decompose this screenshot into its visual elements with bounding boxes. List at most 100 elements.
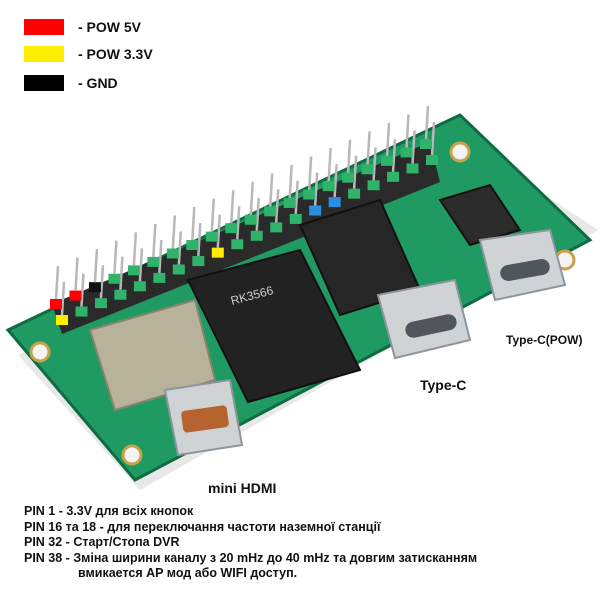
gpio-pin-socket xyxy=(56,315,68,325)
legend-item-gnd: - GND xyxy=(24,74,118,92)
gpio-pin xyxy=(288,164,293,199)
gpio-pin-socket xyxy=(225,223,238,234)
gpio-pin-socket xyxy=(420,139,432,149)
gpio-pin xyxy=(313,172,319,206)
mini-hdmi-port xyxy=(163,378,244,457)
gpio-pin-socket xyxy=(114,289,127,300)
gpio-pin xyxy=(93,249,99,283)
gpio-pin xyxy=(216,214,222,248)
gpio-pin xyxy=(352,155,358,189)
legend-label: - POW 3.3V xyxy=(78,46,153,62)
gpio-pin-socket xyxy=(289,213,302,224)
gpio-pin-socket xyxy=(50,299,62,309)
gpio-pins xyxy=(50,105,438,325)
gpio-pin-socket xyxy=(153,272,166,283)
legend-label: - GND xyxy=(78,75,118,91)
gpio-pin xyxy=(99,265,105,299)
gpio-pin-socket xyxy=(133,281,146,292)
gpio-pin xyxy=(327,148,332,182)
gpio-pin xyxy=(54,265,60,300)
gpio-pin-socket xyxy=(108,273,121,284)
gpio-pin xyxy=(255,197,260,231)
gpio-pin xyxy=(197,222,202,257)
gpio-pin-socket xyxy=(270,222,283,233)
legend-item-3v3: - POW 3.3V xyxy=(24,45,153,63)
gpio-pin xyxy=(366,131,371,165)
gpio-pin-socket xyxy=(283,197,296,208)
soc-chip xyxy=(186,248,362,404)
gpio-pin-socket xyxy=(406,163,419,174)
gpio-pin xyxy=(60,281,66,316)
wifi-module xyxy=(88,298,217,412)
gpio-pin-socket xyxy=(166,248,179,259)
gpio-pin xyxy=(391,138,397,172)
gpio-pin xyxy=(177,231,183,265)
gpio-pin-socket xyxy=(94,298,107,309)
gpio-pin xyxy=(346,139,352,173)
pin-notes: PIN 1 - 3.3V для всіх кнопок PIN 16 та 1… xyxy=(24,504,584,582)
gpio-pin xyxy=(372,147,377,181)
callout-type-c: Type-C xyxy=(420,377,467,393)
gpio-pin xyxy=(210,198,216,232)
gpio-pin-socket xyxy=(192,256,205,267)
pin-note: PIN 38 - Зміна ширини каналу з 20 mHz до… xyxy=(24,550,478,565)
gpio-pin-socket xyxy=(303,189,316,200)
gpio-pin xyxy=(152,223,157,257)
legend-swatch-yellow xyxy=(24,46,64,62)
usb-c-power-port xyxy=(478,228,567,302)
legend-swatch-red xyxy=(24,19,64,35)
usb-c-port xyxy=(376,278,472,360)
gpio-pin-socket xyxy=(250,230,263,241)
gpio-pin xyxy=(230,190,235,224)
gpio-pin xyxy=(249,181,254,215)
gpio-pin-socket xyxy=(205,231,218,242)
gpio-pin-socket xyxy=(75,306,88,317)
gpio-pin-socket xyxy=(367,180,380,191)
gpio-pin-socket xyxy=(342,172,355,183)
gpio-pin-socket xyxy=(322,181,335,192)
gpio-pin-socket xyxy=(147,256,160,267)
gpio-pin xyxy=(411,130,416,164)
gpio-pin-socket xyxy=(244,214,257,225)
gpio-pin-socket xyxy=(361,164,374,175)
mounting-hole xyxy=(449,141,471,163)
gpio-pin xyxy=(74,257,79,291)
gpio-pin-socket xyxy=(309,205,322,216)
pin-note-continuation: вмикается AP мод або WIFI доступ. xyxy=(78,566,298,580)
gpio-pin xyxy=(236,206,241,240)
gpio-pin xyxy=(430,121,436,156)
pin-note: PIN 16 та 18 - для переключання частоти … xyxy=(24,519,381,534)
legend-item-5v: - POW 5V xyxy=(24,18,141,36)
gpio-pin xyxy=(80,273,85,307)
pin-note: PIN 32 - Старт/Стопа DVR xyxy=(24,535,180,549)
gpio-pin xyxy=(268,173,274,207)
gpio-pin xyxy=(119,256,124,290)
legend-swatch-black xyxy=(24,75,64,91)
gpio-pin-socket xyxy=(328,197,341,208)
gpio-pin-socket xyxy=(400,147,413,158)
gpio-pin xyxy=(158,239,163,273)
legend-label: - POW 5V xyxy=(78,19,142,35)
gpio-pin-socket xyxy=(186,240,199,251)
radxa-zero-board: RK3566 xyxy=(5,105,598,490)
gpio-pin-socket xyxy=(387,171,400,182)
gpio-pin xyxy=(307,156,313,190)
gpio-pin xyxy=(138,248,144,282)
gpio-pin-socket xyxy=(231,239,244,250)
gpio-pin xyxy=(385,122,391,156)
gpio-pin xyxy=(113,240,118,274)
gpio-pin-socket xyxy=(69,290,82,301)
gpio-pin xyxy=(294,180,299,215)
gpio-pin-socket xyxy=(211,247,224,258)
gpio-pin-socket xyxy=(264,206,277,217)
pin-note: PIN 1 - 3.3V для всіх кнопок xyxy=(24,504,194,518)
callout-mini-hdmi: mini HDMI xyxy=(208,480,277,496)
gpio-pin-socket xyxy=(88,282,101,293)
gpio-pin xyxy=(132,232,138,266)
pmic-chip xyxy=(438,183,522,247)
callout-type-c-pow: Type-C(POW) xyxy=(506,333,583,347)
gpio-pin xyxy=(424,105,430,140)
gpio-pin-socket xyxy=(381,155,394,166)
gpio-pin xyxy=(405,114,410,148)
gpio-pin-socket xyxy=(127,265,140,276)
